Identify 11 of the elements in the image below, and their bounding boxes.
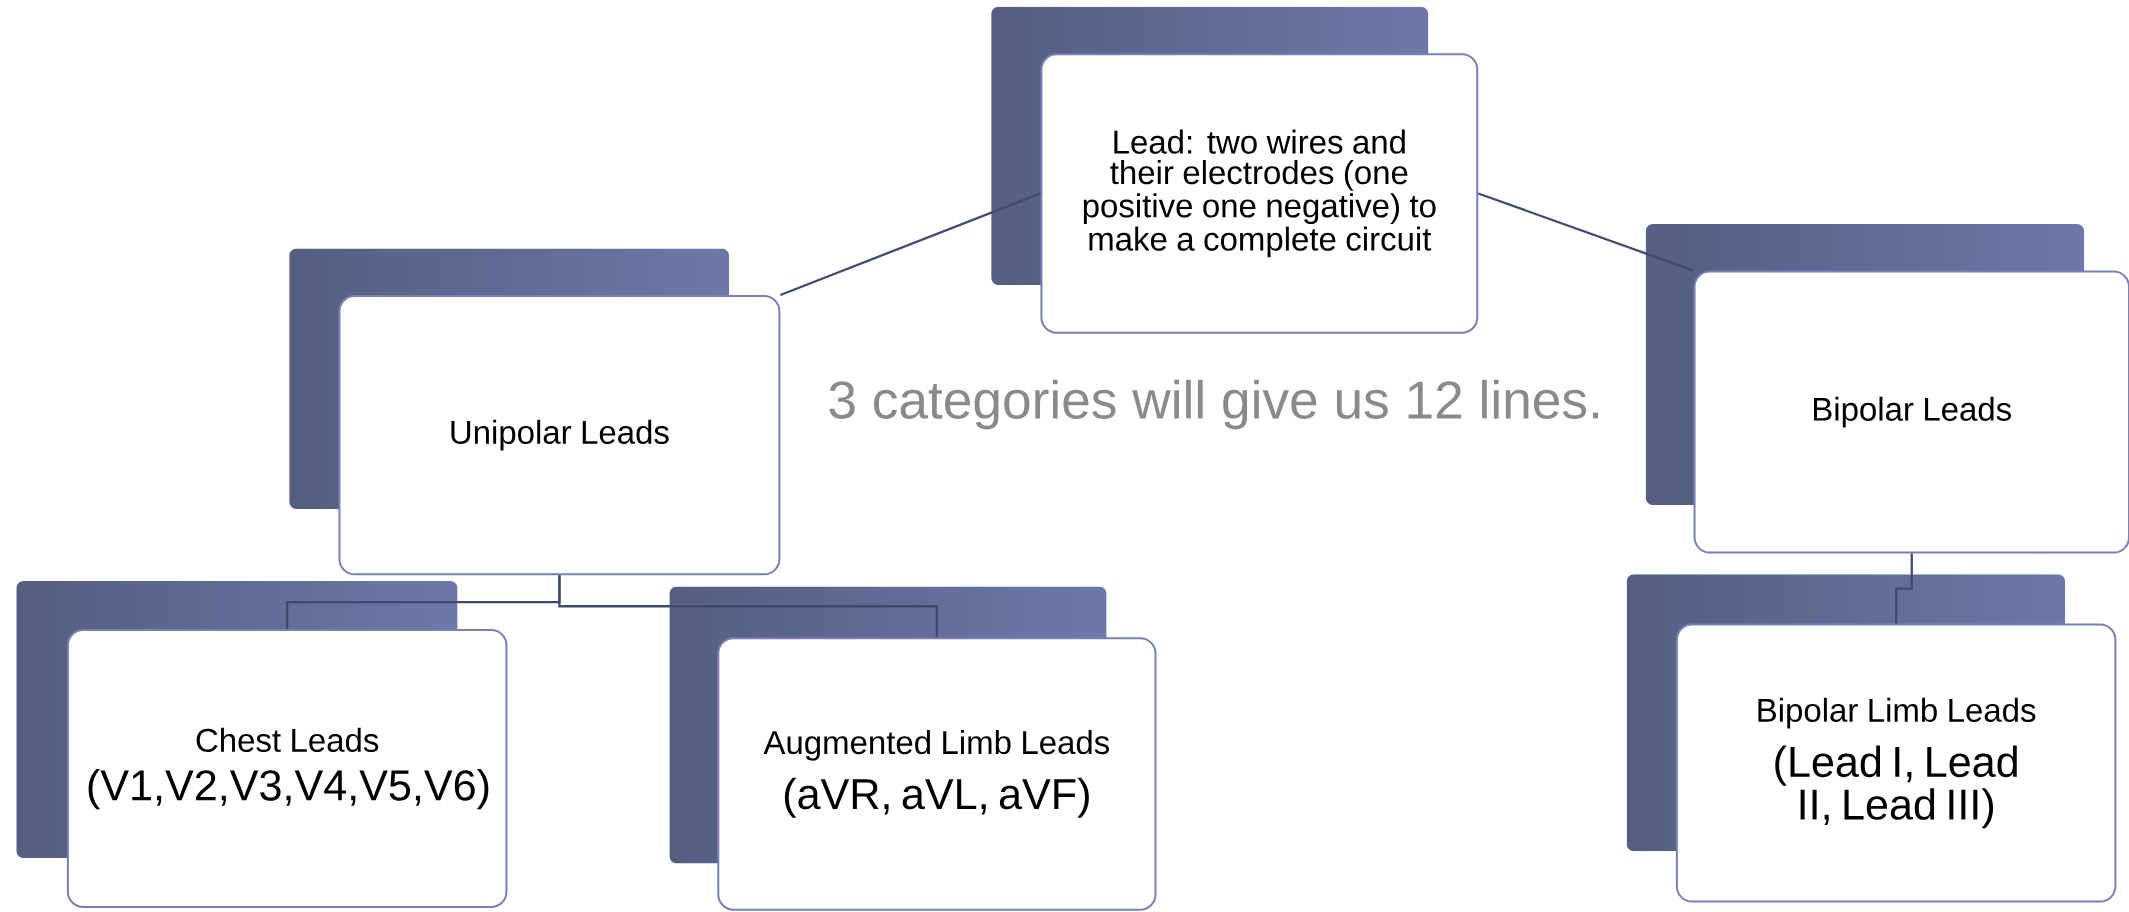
card-stack: Chest Leads (V1,V2,V3,V4,V5,V6) [66,628,508,908]
card-stack: Lead: two wires and their electrodes (one positive one negative) to make a complete circuit [1040,53,1479,334]
card-stack: Bipolar Leads [1693,270,2129,554]
connector-line [780,192,1041,296]
card-stack: Augmented Limb Leads (aVR, aVL, aVF) [717,636,1157,911]
note-text: 3 categories will give us 12 lines. [829,379,1598,430]
connector-line [558,575,938,637]
card-stack: Bipolar Limb Leads (Lead I, Lead II, Lead III) [1675,623,2117,903]
connector-line [1477,192,1694,272]
card-stack: Unipolar Leads [338,294,781,576]
connector-line [1895,553,1913,624]
